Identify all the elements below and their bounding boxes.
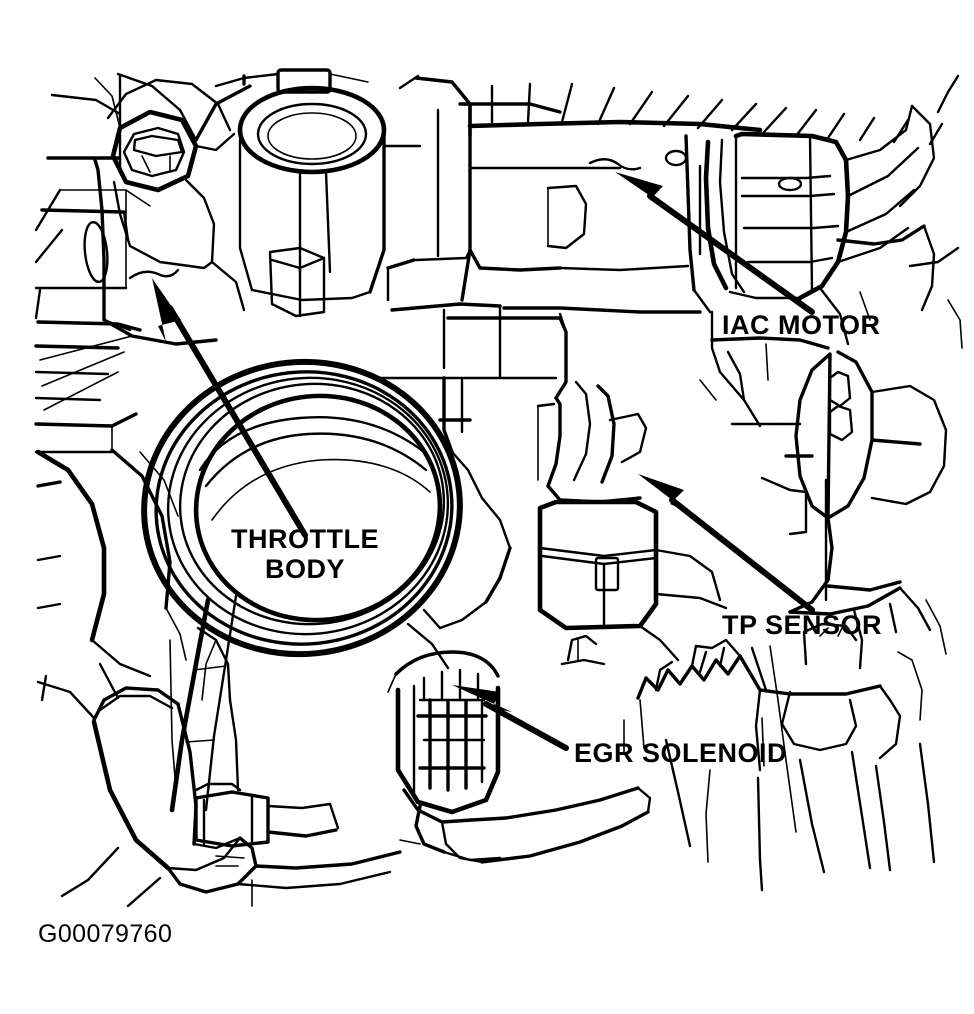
lower-right-detail bbox=[560, 622, 936, 892]
plenum-center bbox=[194, 74, 944, 400]
intake-tube-top bbox=[214, 68, 422, 318]
figure-reference-number: G00079760 bbox=[38, 920, 173, 948]
iac-motor-assembly bbox=[703, 104, 936, 346]
callout-label-throttle-body-line1: THROTTLE bbox=[231, 524, 379, 554]
lower-left-hose-assembly bbox=[60, 594, 402, 908]
background-curves-left bbox=[35, 448, 187, 720]
callout-label-tp-sensor: TP SENSOR bbox=[722, 610, 883, 640]
engine-casting-left bbox=[34, 72, 246, 454]
arrow-throttle-body bbox=[128, 268, 308, 538]
arrow-egr-solenoid bbox=[452, 685, 569, 751]
arrow-iac-motor bbox=[588, 158, 815, 315]
arrow-tp-sensor bbox=[638, 474, 815, 613]
callout-label-egr-solenoid: EGR SOLENOID bbox=[574, 738, 788, 768]
background-top-right bbox=[692, 74, 963, 428]
callout-label-iac-motor: IAC MOTOR bbox=[722, 310, 881, 340]
egr-solenoid-assembly bbox=[387, 650, 652, 864]
throttle-body-bore bbox=[141, 358, 463, 658]
callout-label-throttle-body-line2: BODY bbox=[264, 554, 345, 585]
bracket-right-of-bore bbox=[406, 376, 728, 670]
